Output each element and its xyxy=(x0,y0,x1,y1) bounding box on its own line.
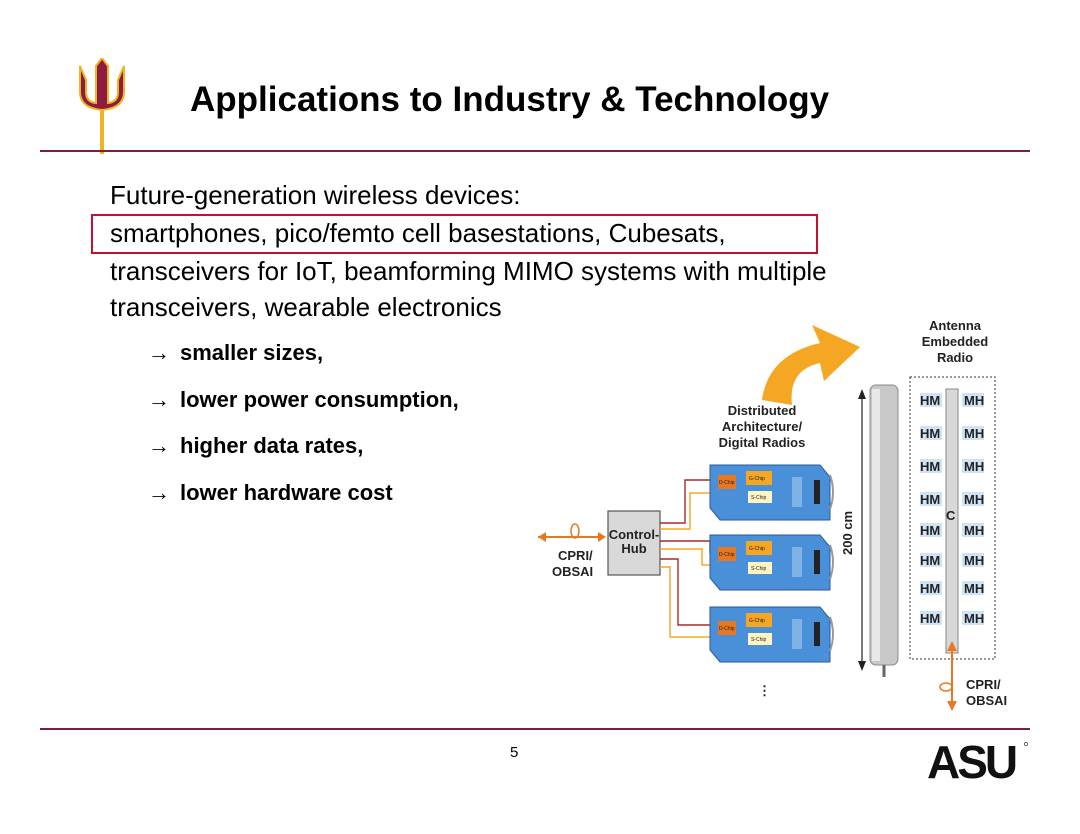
asu-pitchfork-logo xyxy=(79,58,125,154)
chip-s-label: S-Chip xyxy=(751,566,767,572)
radio-element-rows: HM MH HM MH HM MH HM MH HM MH HM MH HM MH HM MH xyxy=(920,393,984,626)
control-hub-box xyxy=(607,510,661,576)
control-hub-label-2: Hub xyxy=(621,541,646,556)
chip-d-label: D-Chip xyxy=(719,626,735,632)
center-label: C xyxy=(946,508,956,523)
bottom-divider xyxy=(40,728,1030,730)
mh-label: MH xyxy=(964,611,984,626)
chip-s-label: S-Chip xyxy=(751,495,767,501)
arrow-icon: → xyxy=(148,480,170,505)
bullet-3: → higher data rates, xyxy=(148,433,363,459)
hm-label: HM xyxy=(920,459,940,474)
mh-label: MH xyxy=(964,393,984,408)
antenna-label-3: Radio xyxy=(937,350,973,365)
distributed-label-2: Architecture/ xyxy=(722,419,803,434)
page-number: 5 xyxy=(510,744,519,761)
chip-d-label: D-Chip xyxy=(719,480,735,486)
more-units-ellipsis: ⋮ xyxy=(758,683,771,698)
slide-title: Applications to Industry & Technology xyxy=(190,80,830,119)
curved-arrow-icon xyxy=(762,325,860,405)
bullet-text: lower hardware cost xyxy=(180,480,393,505)
mh-label: MH xyxy=(964,581,984,596)
cpri-right-1: CPRI/ xyxy=(966,677,1001,692)
arrow-icon: → xyxy=(148,340,170,365)
radio-unit-2: D-Chip G-Chip S-Chip xyxy=(709,534,834,591)
hm-label: HM xyxy=(920,523,940,538)
body-line-4: transceivers, wearable electronics xyxy=(110,292,502,322)
hm-label: HM xyxy=(920,492,940,507)
architecture-diagram: Antenna Embedded Radio Distributed Archi… xyxy=(538,318,1007,711)
mh-label: MH xyxy=(964,459,984,474)
body-line-3: transceivers for IoT, beamforming MIMO s… xyxy=(110,256,827,286)
distributed-label-1: Distributed xyxy=(728,403,797,418)
antenna-label-1: Antenna xyxy=(929,318,982,333)
radio-unit-3: D-Chip G-Chip S-Chip xyxy=(709,606,834,663)
radio-unit-1: D-Chip G-Chip S-Chip xyxy=(709,464,834,521)
bullet-4: → lower hardware cost xyxy=(148,480,393,506)
bullet-text: lower power consumption, xyxy=(180,387,459,412)
bullet-1: → smaller sizes, xyxy=(148,340,323,366)
distributed-label-3: Digital Radios xyxy=(719,435,806,450)
cpri-right-2: OBSAI xyxy=(966,693,1007,708)
mh-label: MH xyxy=(964,426,984,441)
hm-label: HM xyxy=(920,581,940,596)
top-divider xyxy=(40,150,1030,152)
bullet-text: higher data rates, xyxy=(180,433,364,458)
mh-label: MH xyxy=(964,553,984,568)
hm-label: HM xyxy=(920,553,940,568)
svg-text:ASU: ASU xyxy=(927,738,1016,782)
arrow-icon: → xyxy=(148,387,170,412)
body-line-1: Future-generation wireless devices: xyxy=(110,180,521,210)
chip-g-label: G-Chip xyxy=(749,546,765,552)
hm-label: HM xyxy=(920,611,940,626)
chip-s-label: S-Chip xyxy=(751,637,767,643)
bullet-text: smaller sizes, xyxy=(180,340,324,365)
highlight-box xyxy=(91,214,818,254)
arrow-icon: → xyxy=(148,433,170,458)
asu-logo: ASU xyxy=(927,738,1028,782)
hm-label: HM xyxy=(920,393,940,408)
mh-label: MH xyxy=(964,523,984,538)
chip-g-label: G-Chip xyxy=(749,618,765,624)
body-line-2: smartphones, pico/femto cell basestation… xyxy=(110,218,726,248)
control-hub-label-1: Control- xyxy=(609,527,660,542)
bullet-2: → lower power consumption, xyxy=(148,387,459,413)
chip-d-label: D-Chip xyxy=(719,552,735,558)
height-label: 200 cm xyxy=(840,511,855,555)
cpri-left-2: OBSAI xyxy=(552,564,593,579)
chip-g-label: G-Chip xyxy=(749,476,765,482)
cpri-left-1: CPRI/ xyxy=(558,548,593,563)
hm-label: HM xyxy=(920,426,940,441)
mh-label: MH xyxy=(964,492,984,507)
antenna-label-2: Embedded xyxy=(922,334,989,349)
